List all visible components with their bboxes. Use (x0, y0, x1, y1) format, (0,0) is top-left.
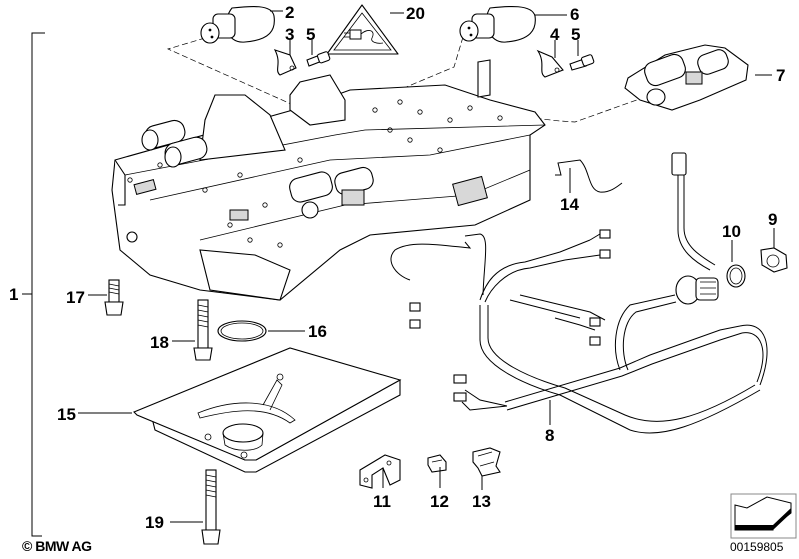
pressure-regulator-icon (624, 44, 772, 111)
callout-12: 12 (430, 492, 449, 511)
callout-20: 20 (406, 4, 425, 23)
temperature-sensor-icon (671, 152, 719, 305)
callout-19: 19 (145, 513, 164, 532)
callout-16: 16 (308, 322, 327, 341)
bolt-long-icon (170, 469, 221, 545)
callout-17: 17 (66, 288, 85, 307)
screw-right-icon (569, 40, 595, 71)
bracket-left-icon (273, 40, 297, 76)
assembly-bracket (22, 32, 45, 537)
warning-label-icon (326, 4, 404, 55)
oil-filter-icon (78, 347, 402, 473)
callout-2: 2 (285, 3, 295, 22)
clip-double-icon (472, 447, 501, 490)
spring-wire-icon (555, 159, 623, 193)
callout-11: 11 (373, 492, 391, 511)
bolt-medium-icon (172, 299, 213, 361)
callout-7: 7 (776, 66, 786, 85)
copyright-notice: © BMW AG (22, 538, 92, 554)
callout-4: 4 (550, 25, 560, 44)
valve-body-icon (111, 59, 546, 301)
callout-18: 18 (150, 333, 169, 352)
callout-10: 10 (722, 222, 741, 241)
callout-15: 15 (57, 405, 76, 424)
callout-1: 1 (9, 285, 19, 304)
callout-8: 8 (545, 426, 555, 445)
solenoid-right-icon (459, 5, 567, 43)
callout-3: 3 (285, 25, 295, 44)
bolt-short-icon (88, 279, 124, 316)
screw-left-icon (306, 40, 331, 67)
view-direction-icon (730, 493, 797, 539)
bracket-right-icon (536, 40, 564, 78)
callout-14: 14 (560, 195, 579, 214)
clip-small-icon (427, 454, 447, 488)
o-ring-icon (726, 240, 746, 288)
hex-nut-icon (760, 228, 788, 273)
cable-clip-icon (359, 454, 401, 489)
callout-5-right: 5 (571, 25, 581, 44)
document-number: 00159805 (730, 540, 784, 554)
wiring-harness-icon (390, 229, 768, 434)
callout-13: 13 (472, 492, 491, 511)
callout-5-left: 5 (306, 25, 316, 44)
solenoid-left-icon (200, 5, 283, 44)
callout-9: 9 (768, 210, 778, 229)
callout-6: 6 (570, 5, 580, 24)
gasket-ring-icon (217, 320, 305, 342)
